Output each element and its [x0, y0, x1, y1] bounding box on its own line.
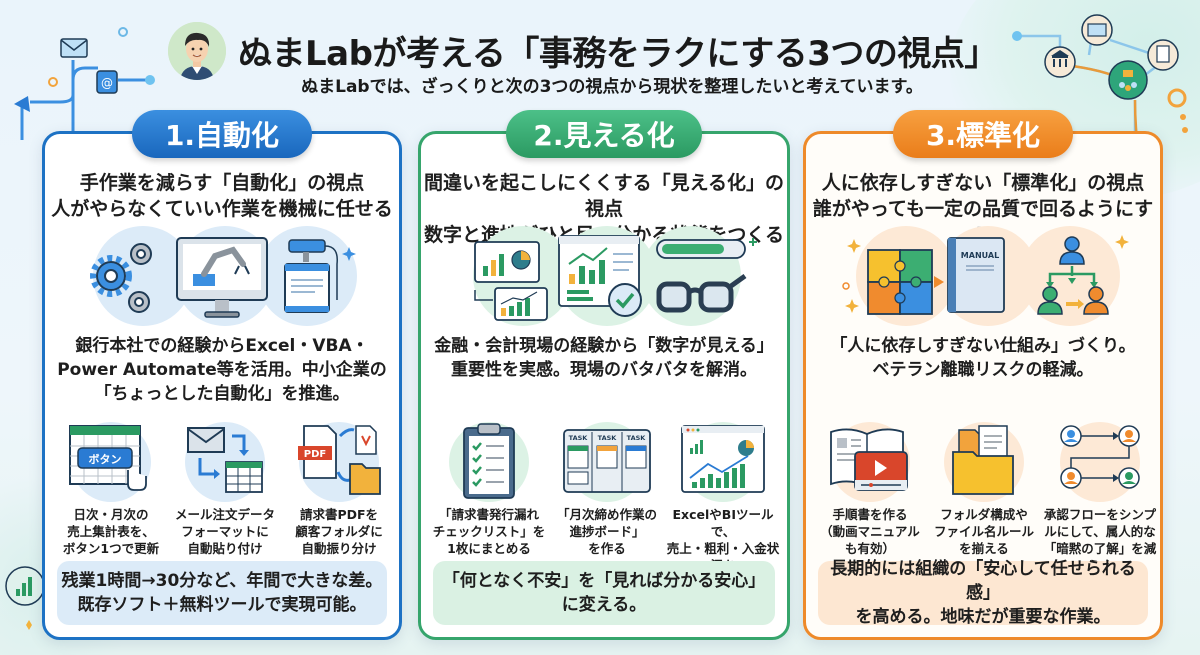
- card-lead: 人に依存しすぎない「標準化」の視点 誰がやっても一定の品質で回るようにする: [812, 172, 1154, 246]
- tile-label: 「月次締め作業の 進捗ボード」 を作る: [556, 507, 657, 556]
- example-tile: 承認フローをシンプ ルにして、属人的な 「暗黙の了解」を減らす: [1042, 422, 1158, 574]
- example-tile: 手順書を作る （動画マニュアル も有効）: [812, 422, 928, 557]
- svg-text:TASK: TASK: [598, 434, 618, 442]
- manual-book-icon: MANUAL: [947, 237, 1005, 313]
- page-title: ぬまLabが考える「事務をラクにする3つの視点」: [238, 34, 998, 74]
- spreadsheet-button-icon: ボタン: [69, 425, 147, 491]
- page-header: ぬまLabが考える「事務をラクにする3つの視点」 ぬまLabでは、ざっくりと次の…: [0, 10, 1200, 100]
- card-body: 銀行本社での経験からExcel・VBA・ Power Automate等を活用。…: [57, 336, 387, 404]
- card-body: 「人に依存しすぎない仕組み」づくり。 ベテラン離職リスクの軽減。: [830, 336, 1136, 380]
- card-lead: 手作業を減らす「自動化」の視点 人がやらなくていい作業を機械に任せる: [51, 172, 393, 220]
- summary-note: 長期的には組織の「安心して任せられる感」 を高める。地味だが重要な作業。: [818, 559, 1148, 627]
- checklist-clipboard-icon: [463, 423, 515, 499]
- tile-label: 手順書を作る （動画マニュアル も有効）: [820, 507, 920, 556]
- summary-note: 残業1時間→30分など、年間で大きな差。 既存ソフト＋無料ツールで実現可能。: [57, 561, 387, 625]
- chart-badge-icon: [5, 566, 45, 630]
- bi-dashboard-icon: [681, 425, 765, 493]
- pdf-to-folder-icon: PDF: [298, 425, 381, 495]
- svg-text:MANUAL: MANUAL: [961, 251, 999, 260]
- mail-to-table-icon: [187, 427, 263, 493]
- tile-label: 日次・月次の 売上集計表を、 ボタン1つで更新: [62, 507, 160, 556]
- example-tile: 「請求書発行漏れ チェックリスト」を 1枚にまとめる: [431, 422, 547, 557]
- example-tile: TASK TASK TASK 「月次締め作業の 進捗ボード」 を作る: [549, 422, 665, 557]
- tile-label: メール注文データ フォーマットに 自動貼り付け: [174, 507, 275, 556]
- gears-icon: [90, 243, 152, 313]
- card-automation: 1.自動化 手作業を減らす「自動化」の視点 人がやらなくていい作業を機械に任せる: [42, 110, 402, 640]
- example-tiles: 手順書を作る （動画マニュアル も有効） フォルダ構成や ファイル名ルール を揃…: [806, 422, 1160, 573]
- network-decoration-right: [1012, 14, 1188, 140]
- email-document-icon: @: [96, 70, 118, 94]
- example-tile: メール注文データ フォーマットに 自動貼り付け: [167, 422, 283, 557]
- report-check-icon: [558, 235, 642, 317]
- mail-icon: [60, 38, 88, 58]
- tile-label: 「請求書発行漏れ チェックリスト」を 1枚にまとめる: [432, 507, 546, 556]
- folder-files-icon: [952, 425, 1014, 495]
- example-tile: PDF 請求書PDFを 顧客フォルダに 自動振り分け: [281, 422, 397, 557]
- hero-illustration: MANUAL: [806, 226, 1160, 326]
- card-body: 金融・会計現場の経験から「数字が見える」 重要性を実感。現場のバタバタを解消。: [434, 336, 774, 380]
- svg-text:TASK: TASK: [627, 434, 647, 442]
- svg-text:PDF: PDF: [304, 449, 326, 460]
- svg-text:TASK: TASK: [569, 434, 589, 442]
- task-board-icon: TASK TASK TASK: [563, 429, 651, 493]
- team-flow-icon: [1037, 235, 1129, 315]
- person-avatar-icon: [168, 22, 226, 80]
- hero-illustration: [45, 226, 399, 326]
- summary-note: 「何となく不安」を「見れば分かる安心」 に変える。: [433, 561, 775, 625]
- svg-text:@: @: [101, 76, 113, 90]
- page-subtitle: ぬまLabでは、ざっくりと次の3つの視点から現状を整理したいと考えています。: [301, 77, 923, 97]
- example-tiles: 「請求書発行漏れ チェックリスト」を 1枚にまとめる TASK TASK TAS…: [421, 422, 787, 590]
- progress-glasses-icon: [656, 238, 757, 313]
- hero-illustration: [421, 226, 787, 326]
- network-decoration-left: [14, 27, 155, 140]
- example-tile: フォルダ構成や ファイル名ルール を揃える: [926, 422, 1042, 557]
- card-standardization: 3.標準化 人に依存しすぎない「標準化」の視点 誰がやっても一定の品質で回るよう…: [803, 110, 1163, 640]
- tile-label: フォルダ構成や ファイル名ルール を揃える: [933, 507, 1034, 556]
- example-tile: ボタン 日次・月次の 売上集計表を、 ボタン1つで更新: [53, 422, 169, 557]
- video-manual-icon: [830, 428, 908, 491]
- automation-device-icon: [284, 239, 356, 313]
- approval-flow-icon: [1060, 425, 1140, 489]
- tile-label: 請求書PDFを 顧客フォルダに 自動振り分け: [295, 507, 383, 556]
- card-title-pill: 3.標準化: [893, 110, 1073, 158]
- card-title-pill: 1.自動化: [132, 110, 312, 158]
- svg-text:ボタン: ボタン: [89, 452, 122, 466]
- card-title-pill: 2.見える化: [506, 110, 702, 158]
- card-visualization: 2.見える化 間違いを起こしにくくする「見える化」の視点 数字と進捗がひと目で分…: [418, 110, 790, 640]
- puzzle-icon: [842, 239, 944, 315]
- example-tiles: ボタン 日次・月次の 売上集計表を、 ボタン1つで更新 メール注文: [45, 422, 399, 557]
- charts-dashboard-icon: [474, 241, 548, 321]
- robot-arm-monitor-icon: [176, 237, 268, 318]
